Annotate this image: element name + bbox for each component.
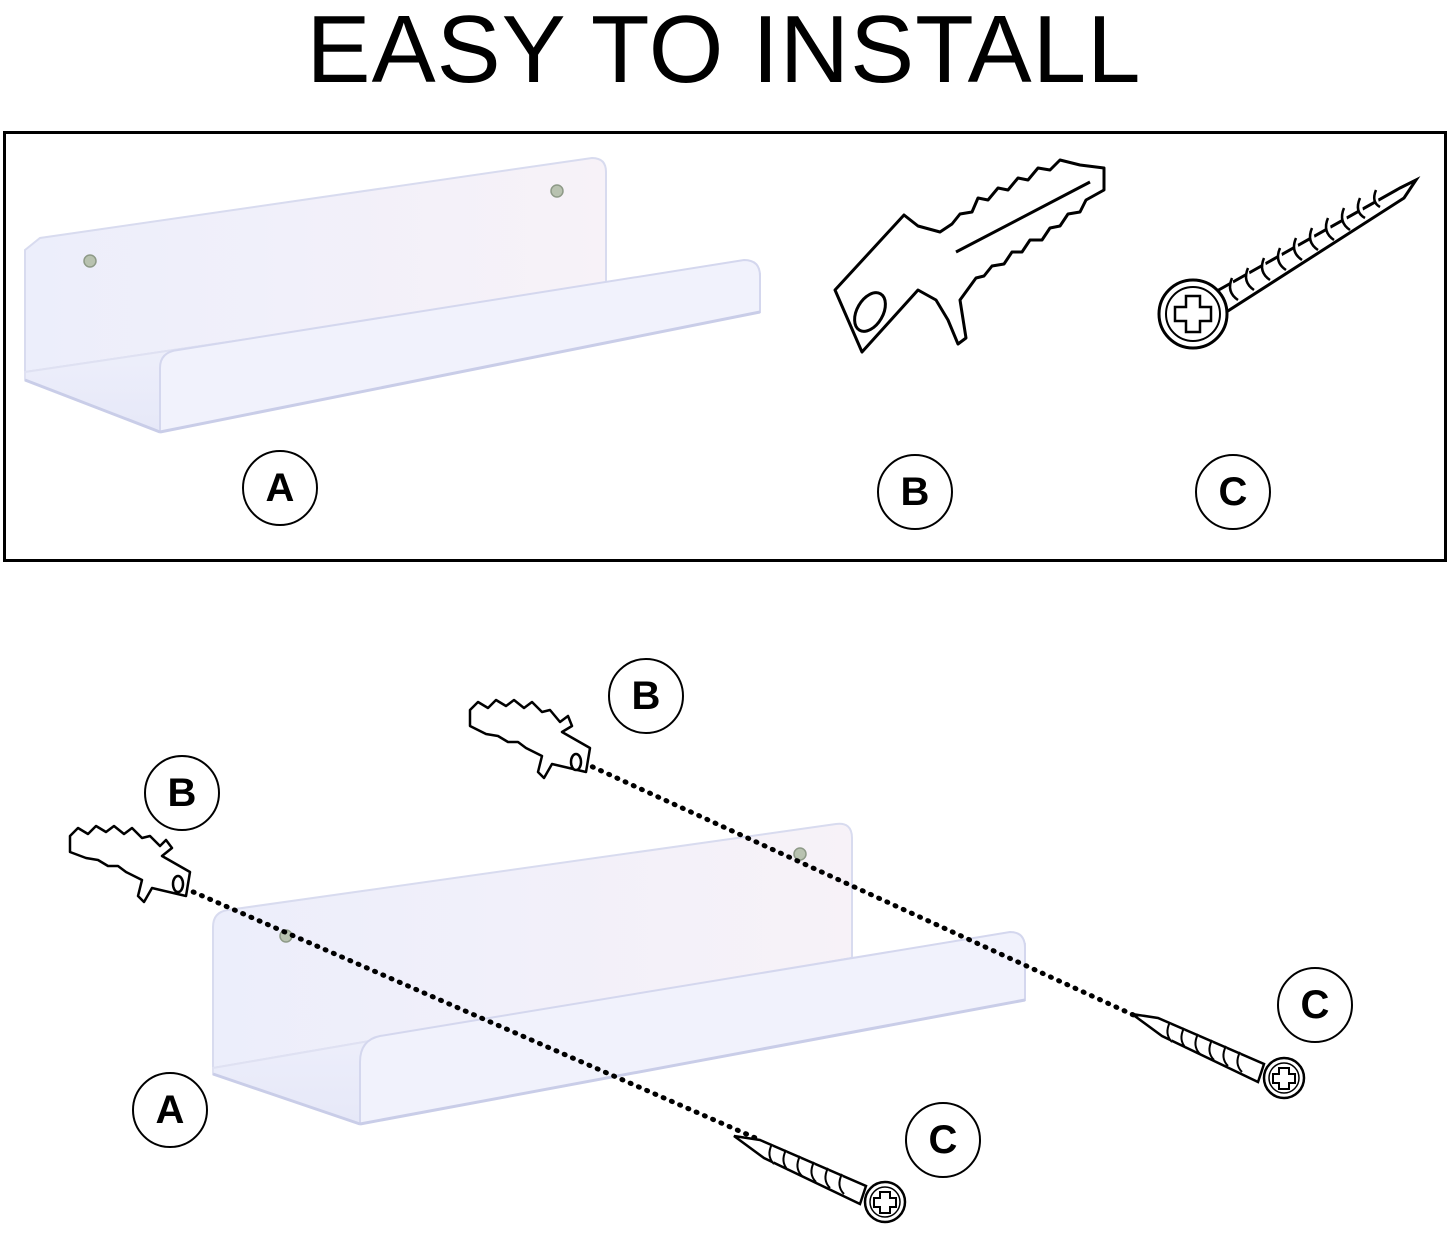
wall-anchor-icon [68,824,192,904]
acrylic-shelf-icon [24,156,761,434]
alignment-line-right [483,715,1143,1021]
wall-anchor-icon [468,698,592,780]
parts-panel [3,131,1447,562]
alignment-line-left [83,842,763,1143]
label-screw-right: C [1277,967,1353,1043]
label-anchor-left: B [144,755,220,831]
label-screw-left: C [905,1102,981,1178]
label-anchor-right: B [608,658,684,734]
screw-icon [733,1134,907,1224]
installed-shelf-icon [212,822,1026,1126]
label-screw: C [1195,454,1271,530]
page-title: EASY TO INSTALL [306,0,1142,103]
screw-icon [1157,176,1421,350]
wall-anchor-icon [833,158,1106,354]
screw-icon [1131,1012,1306,1100]
label-shelf-installed: A [132,1072,208,1148]
label-shelf: A [242,450,318,526]
label-anchor: B [877,454,953,530]
